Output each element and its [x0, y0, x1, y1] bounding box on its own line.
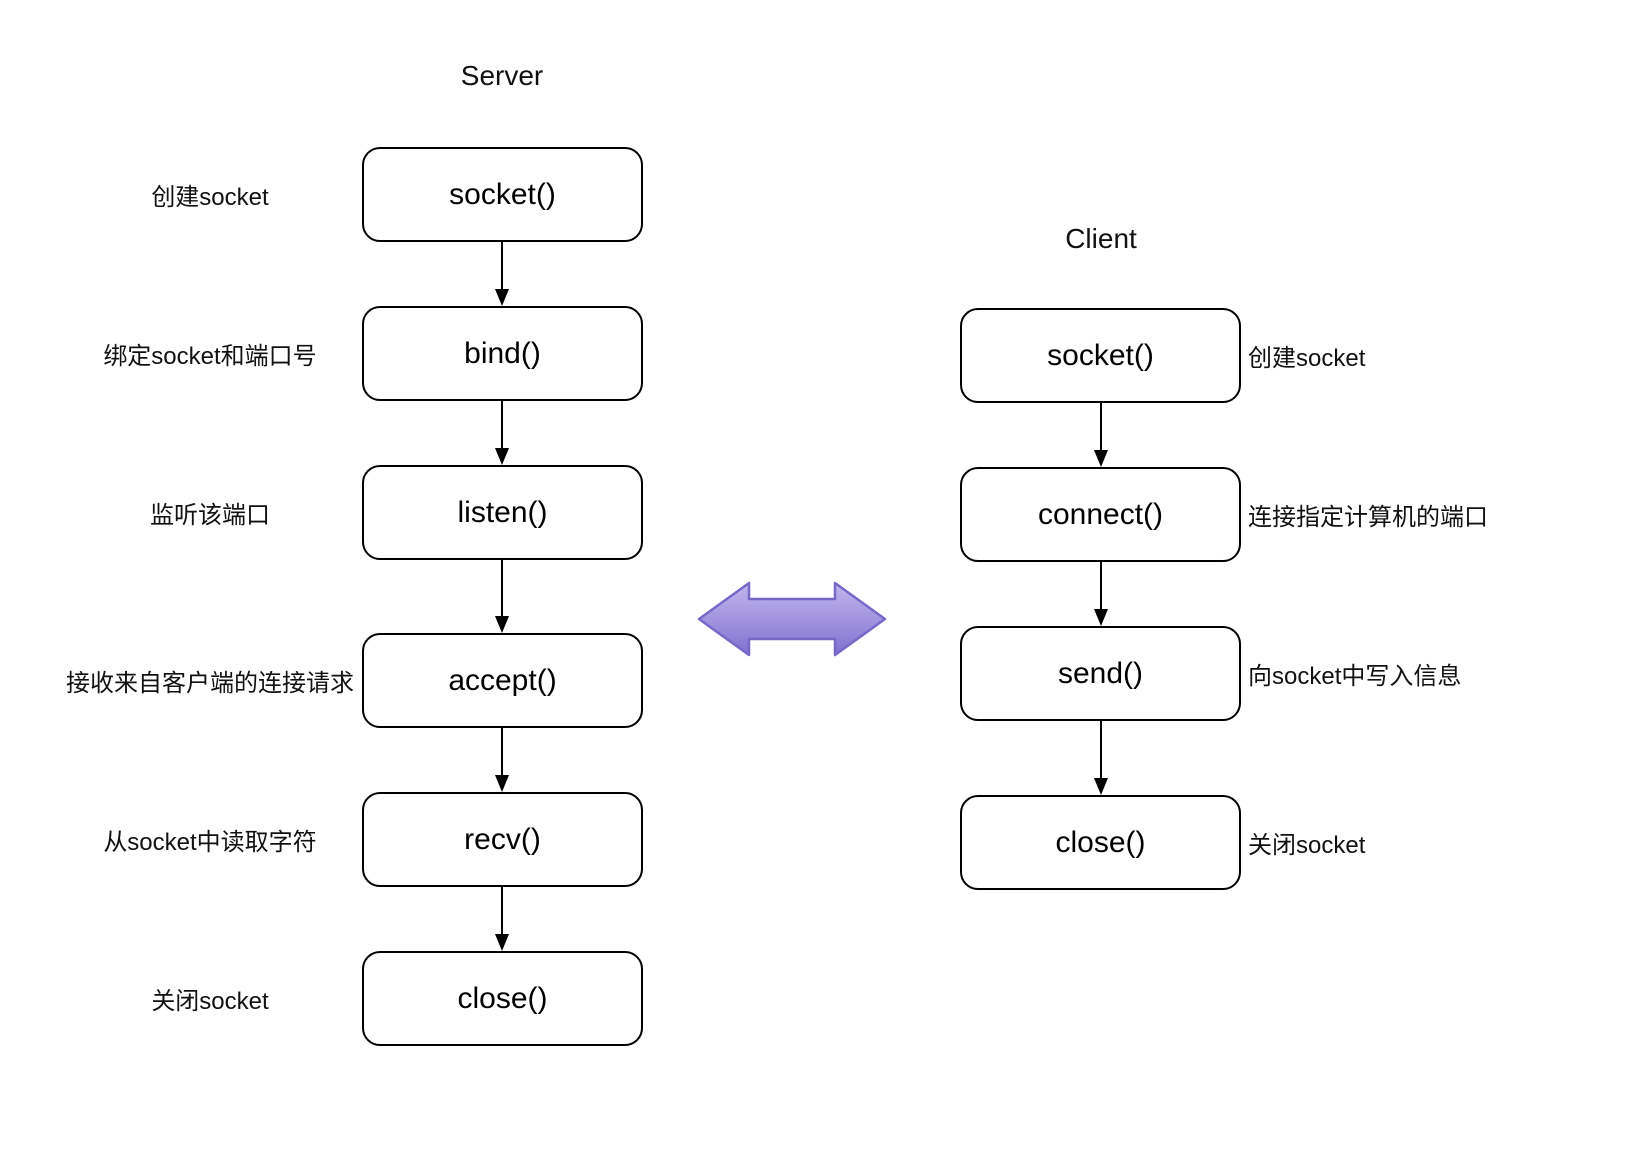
- server-step-bind: bind(): [362, 306, 643, 401]
- bidirectional-communication-arrow-icon: [697, 581, 887, 657]
- server-note-close: 关闭socket: [151, 988, 269, 1015]
- server-note-recv: 从socket中读取字符: [103, 829, 317, 856]
- flow-arrow-down-icon: [494, 240, 510, 306]
- client-step-socket: socket(): [960, 308, 1241, 403]
- client-step-close: close(): [960, 795, 1241, 890]
- flow-arrow-down-icon: [494, 885, 510, 951]
- server-note-bind: 绑定socket和端口号: [103, 343, 317, 370]
- flow-arrow-down-icon: [494, 558, 510, 633]
- client-note-connect: 连接指定计算机的端口: [1248, 504, 1488, 531]
- server-note-listen: 监听该端口: [150, 502, 270, 529]
- server-note-create-socket: 创建socket: [151, 184, 269, 211]
- server-step-listen: listen(): [362, 465, 643, 560]
- client-note-close: 关闭socket: [1248, 832, 1366, 859]
- server-step-close: close(): [362, 951, 643, 1046]
- client-note-create-socket: 创建socket: [1248, 345, 1366, 372]
- flow-arrow-down-icon: [1093, 401, 1109, 467]
- flow-arrow-down-icon: [1093, 560, 1109, 626]
- server-note-accept: 接收来自客户端的连接请求: [66, 670, 354, 697]
- server-step-recv: recv(): [362, 792, 643, 887]
- flow-arrow-down-icon: [1093, 719, 1109, 795]
- client-note-send: 向socket中写入信息: [1248, 663, 1462, 690]
- flow-arrow-down-icon: [494, 726, 510, 792]
- client-step-send: send(): [960, 626, 1241, 721]
- client-column-title: Client: [1065, 223, 1137, 254]
- client-step-connect: connect(): [960, 467, 1241, 562]
- server-column-title: Server: [460, 60, 544, 91]
- server-step-accept: accept(): [362, 633, 643, 728]
- server-step-socket: socket(): [362, 147, 643, 242]
- flow-arrow-down-icon: [494, 399, 510, 465]
